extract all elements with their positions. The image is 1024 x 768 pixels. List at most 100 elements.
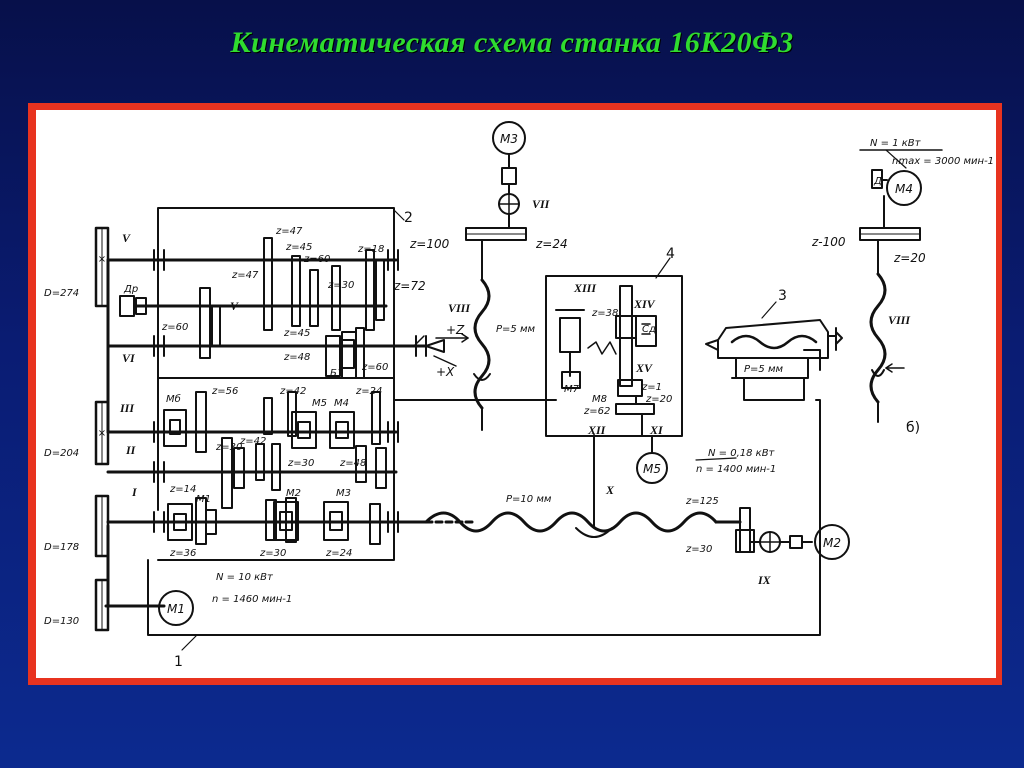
clutch-b1-label: Б1 <box>330 368 343 379</box>
gear-z60b: z=60 <box>161 322 188 333</box>
kinematic-diagram: × × <box>36 110 996 678</box>
clutch-m5 <box>291 411 317 449</box>
gear-z47b: z=47 <box>231 270 259 281</box>
pitch-5b: P=5 мм <box>744 364 783 375</box>
pulley-d204-label: D=204 <box>44 448 79 459</box>
spindle-nose <box>425 339 445 353</box>
shaft-ii: II <box>125 443 137 457</box>
gear-z30d: z=30 <box>259 548 286 559</box>
svg-text:×: × <box>98 254 106 265</box>
gear-z45b: z=45 <box>283 328 310 339</box>
gears-lower-block <box>195 391 387 545</box>
m1-speed: n = 1460 мин-1 <box>212 594 292 605</box>
ball-screw-x <box>433 278 491 431</box>
gear-z30e: z=30 <box>685 544 712 555</box>
label-sd: Сд <box>642 324 656 335</box>
gear-z42b: z=42 <box>239 436 266 447</box>
gears-upper-block <box>199 237 385 379</box>
coupling-m3: M3 <box>336 488 351 499</box>
gear-z62: z=62 <box>583 406 610 417</box>
brake-dr <box>119 295 159 317</box>
clutch-m3 <box>323 501 349 541</box>
pulley-d178 <box>94 494 110 558</box>
gear-z20b: z=20 <box>645 394 672 405</box>
shaft-i: I <box>131 485 138 499</box>
ref-1: 1 <box>174 654 183 670</box>
shaft-v-mid: V <box>230 299 239 313</box>
motor-m4 <box>859 169 922 241</box>
direction-plus-z: +Z <box>446 323 465 337</box>
brake-dr-label: Др <box>123 284 138 295</box>
x-axis-gearing <box>465 227 527 281</box>
motor-m5 <box>636 435 668 484</box>
gear-z38: z=38 <box>591 308 618 319</box>
gear-z24c: z=24 <box>535 237 568 251</box>
lead-screw-z <box>424 511 742 538</box>
gear-z24b: z=24 <box>325 548 352 559</box>
tailstock <box>705 319 843 401</box>
motor-m2-label: M2 <box>823 536 841 550</box>
gear-z20a: z=20 <box>893 251 926 265</box>
motor-m1-label: M1 <box>167 602 185 616</box>
motor-m4-label: M4 <box>895 182 913 196</box>
m1-power: N = 10 кВт <box>216 572 274 583</box>
ref-3: 3 <box>778 288 787 304</box>
motor-m5-label: M5 <box>643 462 661 476</box>
shaft-xv: XV <box>635 361 653 375</box>
clutch-m4 <box>329 411 355 449</box>
coupling-m7: M7 <box>564 384 580 395</box>
motor-m2 <box>814 524 850 560</box>
m4-power: N = 1 кВт <box>870 138 922 149</box>
direction-plus-x: +X <box>436 365 455 379</box>
clutch-m2 <box>273 501 299 541</box>
reference-leaders <box>181 209 777 651</box>
gear-z45: z=45 <box>285 242 312 253</box>
m4-leader <box>885 149 907 169</box>
shaft-v-top: V <box>122 231 131 245</box>
screw-viii-right <box>869 239 905 423</box>
pulley-d274-label: D=274 <box>44 288 79 299</box>
label-b: б) <box>906 420 920 436</box>
svg-text:×: × <box>98 428 106 439</box>
motor-m3 <box>492 121 526 229</box>
pitch-10: P=10 мм <box>506 494 552 505</box>
coupling-m2: M2 <box>286 488 301 499</box>
gear-z1: z=1 <box>641 382 662 393</box>
gear-z72: z=72 <box>393 279 426 293</box>
slide-title: Кинематическая схема станка 16К20Ф3 <box>230 26 794 59</box>
shaft-x: X <box>605 483 615 497</box>
coupling-m4: M4 <box>334 398 349 409</box>
coupling-mb: Mб <box>166 393 181 405</box>
clutch-mb <box>163 409 187 447</box>
shaft-xi: XI <box>649 423 664 437</box>
gear-z48: z=48 <box>283 352 310 363</box>
gear-z100a: z=100 <box>409 237 450 251</box>
gear-z47a: z=47 <box>275 226 303 237</box>
gear-z30b: z=30 <box>215 442 242 453</box>
shaft-xiv: XIV <box>633 297 656 311</box>
gear-z30c: z=30 <box>287 458 314 469</box>
m5-power: N = 0,18 кВт <box>708 448 776 459</box>
pitch-5a: P=5 мм <box>496 324 535 335</box>
ref-4: 4 <box>666 246 675 262</box>
gear-z100b: z-100 <box>811 235 846 249</box>
shaft-iii: III <box>119 401 135 415</box>
gear-z14: z=14 <box>169 484 196 495</box>
pulley-d204: × <box>94 400 110 466</box>
coupling-m5: M5 <box>312 398 327 409</box>
feed-gearbox-z <box>735 507 813 553</box>
shaft-viii-right: VIII <box>888 313 911 327</box>
label-d: Д <box>873 176 882 187</box>
clutch-b1 <box>341 339 355 369</box>
motor-m1 <box>106 590 194 626</box>
ref-2: 2 <box>404 210 413 226</box>
pulley-d274: × <box>94 226 110 308</box>
gear-z24a: z=24 <box>355 386 382 397</box>
bearings <box>153 249 427 533</box>
coupling-m8: M8 <box>592 394 607 405</box>
shaft-xii: XII <box>587 423 607 437</box>
shaft-vi: VI <box>122 351 136 365</box>
gear-z125: z=125 <box>685 496 719 507</box>
kinematic-scheme-svg: × × <box>44 121 994 670</box>
spindle-taper <box>413 335 425 347</box>
